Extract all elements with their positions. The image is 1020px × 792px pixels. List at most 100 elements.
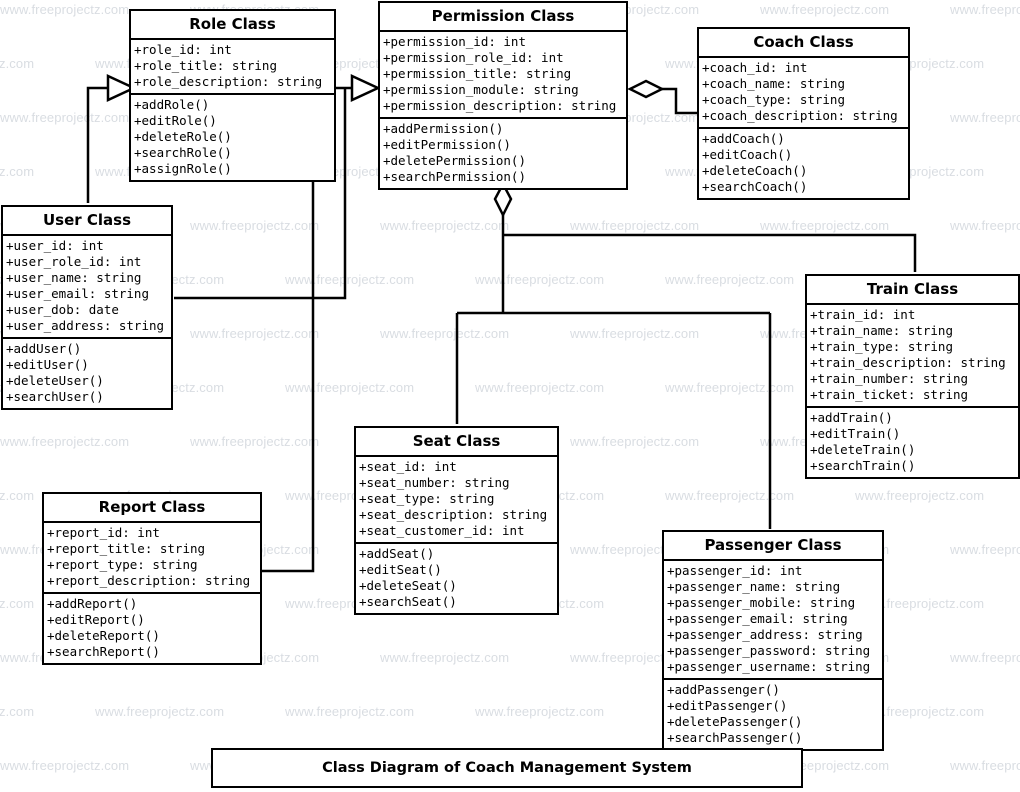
attribute-row: +coach_description: string — [702, 108, 898, 123]
attribute-row: +passenger_email: string — [667, 611, 848, 626]
attribute-row: +user_email: string — [6, 286, 149, 301]
method-row: +addSeat() — [359, 546, 435, 561]
method-row: +deleteRole() — [134, 129, 232, 144]
attribute-row: +passenger_password: string — [667, 643, 871, 658]
attribute-row: +passenger_mobile: string — [667, 595, 856, 610]
attribute-row: +user_address: string — [6, 318, 165, 333]
method-row: +editPassenger() — [667, 698, 788, 713]
connector-user-role — [86, 86, 110, 203]
class-box-role[interactable]: Role Class +role_id: int +role_title: st… — [129, 9, 336, 182]
method-row: +addPermission() — [383, 121, 504, 136]
watermark-text: www.freeprojectz.com — [95, 704, 225, 719]
method-row: +deleteReport() — [47, 628, 160, 643]
method-row: +searchSeat() — [359, 594, 457, 609]
attribute-row: +train_number: string — [810, 371, 969, 386]
class-attributes-role: +role_id: int +role_title: string +role_… — [131, 38, 334, 93]
class-box-coach[interactable]: Coach Class +coach_id: int +coach_name: … — [697, 27, 910, 200]
watermark-text: www.freeprojectz.com — [570, 326, 700, 341]
attribute-row: +train_description: string — [810, 355, 1006, 370]
method-row: +searchUser() — [6, 389, 104, 404]
class-title-coach: Coach Class — [753, 33, 854, 51]
method-row: +addUser() — [6, 341, 82, 356]
watermark-text: www.freeprojectz.com — [855, 488, 985, 503]
attribute-row: +report_id: int — [47, 525, 160, 540]
method-row: +editUser() — [6, 357, 89, 372]
class-attributes-seat: +seat_id: int +seat_number: string +seat… — [356, 455, 557, 542]
attribute-row: +coach_id: int — [702, 60, 808, 75]
method-row: +addTrain() — [810, 410, 893, 425]
method-row: +addCoach() — [702, 131, 785, 146]
watermark-text: www.freeprojectz.com — [950, 542, 1020, 557]
watermark-text: www.freeprojectz.com — [380, 218, 510, 233]
watermark-text: www.freeprojectz.com — [285, 380, 415, 395]
attribute-row: +passenger_id: int — [667, 563, 803, 578]
attribute-row: +permission_title: string — [383, 66, 572, 81]
watermark-text: www.freeprojectz.com — [950, 2, 1020, 17]
watermark-text: www.freeprojectz.com — [950, 218, 1020, 233]
watermark-text: www.freeprojectz.com — [665, 488, 795, 503]
watermark-text: www.freeprojectz.com — [0, 704, 35, 719]
method-row: +addPassenger() — [667, 682, 780, 697]
class-methods-coach: +addCoach() +editCoach() +deleteCoach() … — [699, 127, 908, 198]
watermark-text: www.freeprojectz.com — [760, 218, 890, 233]
watermark-text: www.freeprojectz.com — [380, 326, 510, 341]
watermark-text: www.freeprojectz.com — [760, 2, 890, 17]
attribute-row: +train_name: string — [810, 323, 953, 338]
class-title-user: User Class — [42, 211, 132, 229]
watermark-text: www.freeprojectz.com — [665, 272, 795, 287]
attribute-row: +permission_description: string — [383, 98, 617, 113]
watermark-text: www.freeprojectz.com — [0, 164, 35, 179]
class-box-passenger[interactable]: Passenger Class +passenger_id: int +pass… — [662, 530, 884, 751]
watermark-text: www.freeprojectz.com — [285, 272, 415, 287]
watermark-text: www.freeprojectz.com — [190, 218, 320, 233]
attribute-row: +passenger_address: string — [667, 627, 863, 642]
method-row: +searchReport() — [47, 644, 160, 659]
watermark-text: www.freeprojectz.com — [0, 434, 130, 449]
watermark-text: www.freeprojectz.com — [475, 272, 605, 287]
class-box-permission[interactable]: Permission Class +permission_id: int +pe… — [378, 1, 628, 190]
attribute-row: +seat_id: int — [359, 459, 457, 474]
attribute-row: +passenger_name: string — [667, 579, 841, 594]
class-methods-seat: +addSeat() +editSeat() +deleteSeat() +se… — [356, 542, 557, 613]
watermark-text: www.freeprojectz.com — [570, 434, 700, 449]
watermark-text: www.freeprojectz.com — [0, 110, 130, 125]
class-box-train[interactable]: Train Class +train_id: int +train_name: … — [805, 274, 1020, 479]
class-title-train: Train Class — [866, 280, 959, 298]
class-attributes-user: +user_id: int +user_role_id: int +user_n… — [3, 234, 171, 337]
class-methods-role: +addRole() +editRole() +deleteRole() +se… — [131, 93, 334, 180]
attribute-row: +seat_description: string — [359, 507, 548, 522]
watermark-text: www.freeprojectz.com — [950, 758, 1020, 773]
class-box-report[interactable]: Report Class +report_id: int +report_tit… — [42, 492, 262, 665]
class-methods-permission: +addPermission() +editPermission() +dele… — [380, 117, 626, 188]
attribute-row: +seat_type: string — [359, 491, 495, 506]
class-title-passenger: Passenger Class — [704, 536, 842, 554]
attribute-row: +user_role_id: int — [6, 254, 142, 269]
class-methods-passenger: +addPassenger() +editPassenger() +delete… — [664, 678, 882, 749]
method-row: +searchPassenger() — [667, 730, 803, 745]
method-row: +editReport() — [47, 612, 145, 627]
method-row: +deleteCoach() — [702, 163, 808, 178]
connector-permission-coach — [660, 87, 697, 115]
class-title-permission: Permission Class — [431, 7, 575, 25]
class-box-user[interactable]: User Class +user_id: int +user_role_id: … — [1, 205, 173, 410]
watermark-text: www.freeprojectz.com — [950, 110, 1020, 125]
attribute-row: +permission_id: int — [383, 34, 526, 49]
class-methods-train: +addTrain() +editTrain() +deleteTrain() … — [807, 406, 1018, 477]
attribute-row: +passenger_username: string — [667, 659, 871, 674]
attribute-row: +role_title: string — [134, 58, 277, 73]
method-row: +addReport() — [47, 596, 138, 611]
method-row: +searchTrain() — [810, 458, 916, 473]
class-attributes-report: +report_id: int +report_title: string +r… — [44, 521, 260, 592]
attribute-row: +report_type: string — [47, 557, 198, 572]
method-row: +deletePermission() — [383, 153, 526, 168]
method-row: +editSeat() — [359, 562, 442, 577]
attribute-row: +seat_customer_id: int — [359, 523, 525, 538]
class-box-seat[interactable]: Seat Class +seat_id: int +seat_number: s… — [354, 426, 559, 615]
attribute-row: +coach_type: string — [702, 92, 845, 107]
attribute-row: +report_description: string — [47, 573, 251, 588]
attribute-row: +user_dob: date — [6, 302, 119, 317]
method-row: +deletePassenger() — [667, 714, 803, 729]
diagram-caption-box: Class Diagram of Coach Management System — [211, 748, 803, 788]
watermark-text: www.freeprojectz.com — [285, 704, 415, 719]
